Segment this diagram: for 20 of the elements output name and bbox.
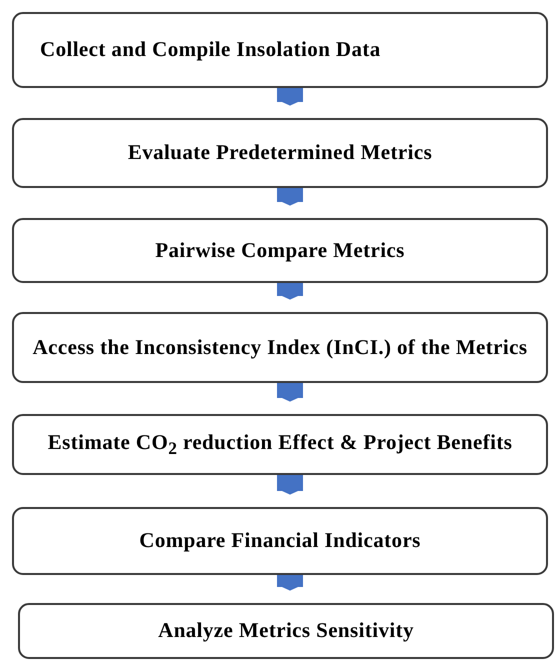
process-box [12, 218, 548, 283]
process-box [12, 118, 548, 188]
process-box [12, 414, 548, 475]
process-box [12, 12, 548, 88]
process-box [18, 603, 554, 659]
step-text: Collect and Compile Insolation Data [39, 37, 381, 63]
step-text: Compare Financial Indicators [139, 528, 421, 554]
process-box [12, 312, 548, 383]
block-arrow [277, 188, 303, 206]
step-text: Analyze Metrics Sensitivity [158, 618, 414, 644]
block-arrow [277, 575, 303, 591]
step-text: Estimate CO$_{2}$ reduction Effect & Project Benefits [48, 430, 512, 460]
step-text: Pairwise Compare Metrics [155, 238, 405, 264]
block-arrow [277, 475, 303, 495]
step-text: Evaluate Predetermined Metrics [128, 140, 432, 166]
process-box [12, 507, 548, 575]
block-arrow [277, 88, 303, 106]
step-text: Access the Inconsistency Index (InCI.) of the Metrics [32, 334, 528, 360]
block-arrow [277, 283, 303, 300]
block-arrow [277, 383, 303, 402]
